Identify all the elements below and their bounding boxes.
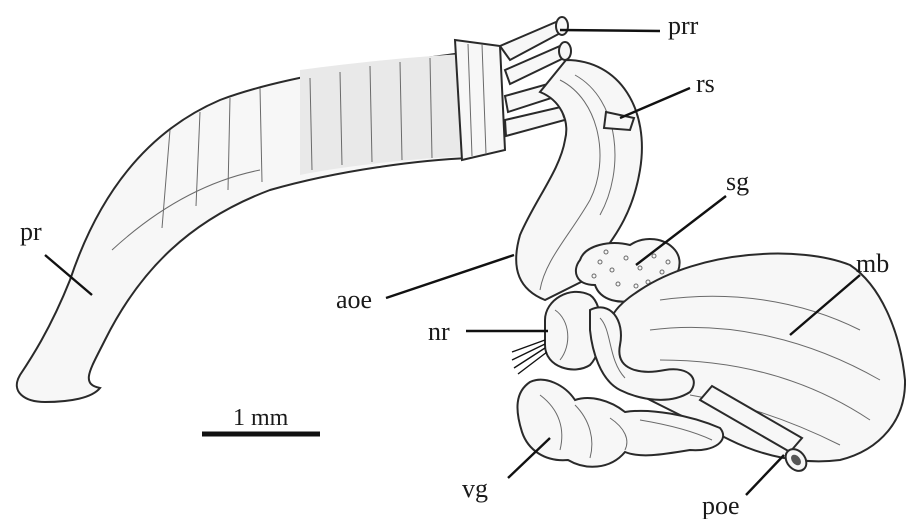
scale-bar: 1 mm xyxy=(202,405,320,434)
label-nr: nr xyxy=(428,317,450,346)
label-poe: poe xyxy=(702,491,740,519)
label-pr: pr xyxy=(20,217,42,246)
leader-poe xyxy=(746,455,784,495)
label-vg: vg xyxy=(462,474,488,503)
leader-sg xyxy=(636,196,726,265)
label-rs: rs xyxy=(696,69,715,98)
label-prr: prr xyxy=(668,11,699,40)
leader-prr xyxy=(560,30,660,31)
label-aoe: aoe xyxy=(336,285,372,314)
scale-bar-label: 1 mm xyxy=(233,405,289,431)
proboscis xyxy=(17,52,470,402)
label-sg: sg xyxy=(726,167,749,196)
leader-aoe xyxy=(386,255,514,298)
label-mb: mb xyxy=(856,249,889,278)
nerve-ring xyxy=(512,292,601,374)
